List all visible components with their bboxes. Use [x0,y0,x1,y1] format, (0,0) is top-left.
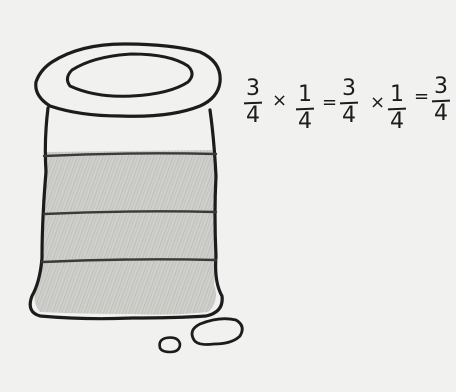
fraction-1: 3 4 [242,78,264,130]
stone-large [192,319,242,345]
operator-4: = [414,88,429,106]
fraction-3: 3 4 [338,78,360,130]
fraction-5-numerator: 3 [430,76,452,100]
fraction-4-denominator: 4 [386,110,408,136]
fraction-2-denominator: 4 [294,110,316,136]
fraction-4: 1 4 [386,84,408,136]
sack-shading [34,150,216,315]
operator-1: × [272,92,287,110]
fraction-5: 3 4 [430,76,452,128]
fraction-3-denominator: 4 [338,104,360,130]
fraction-5-denominator: 4 [430,102,452,128]
fraction-equation: 3 4 × 1 4 = 3 4 × 1 4 = 3 4 [238,76,456,156]
fraction-3-numerator: 3 [338,78,360,102]
fraction-1-denominator: 4 [242,104,264,130]
operator-3: × [370,94,385,112]
operator-2: = [322,94,337,112]
fraction-2: 1 4 [294,84,316,136]
fraction-2-numerator: 1 [294,84,316,108]
fraction-1-numerator: 3 [242,78,264,102]
stone-small [160,338,180,352]
fraction-4-numerator: 1 [386,84,408,108]
